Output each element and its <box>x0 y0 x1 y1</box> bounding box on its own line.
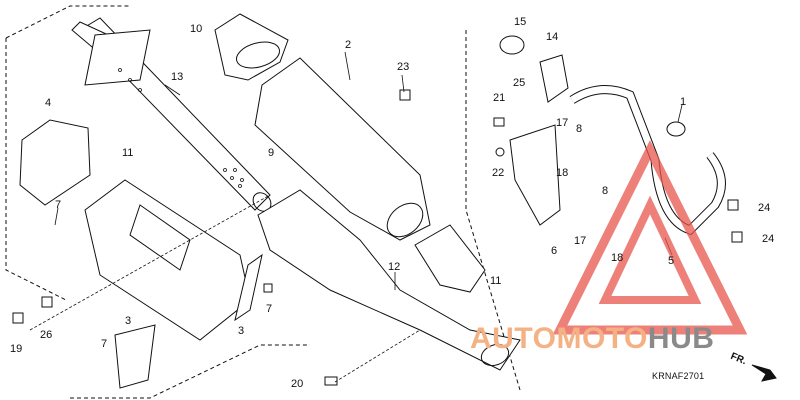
part-16-ring <box>499 35 525 55</box>
callout-8-mid: 8 <box>602 185 609 197</box>
watermark-triangle <box>552 139 748 335</box>
front-arrow-icon <box>751 364 777 382</box>
callout-3-right: 3 <box>238 325 245 337</box>
part-11-tip <box>414 224 486 293</box>
callout-1: 1 <box>680 96 687 108</box>
callout-14: 13 <box>171 71 184 83</box>
part-3-strap-right <box>234 253 263 322</box>
part-15-clamp <box>539 54 569 103</box>
watermark-part2: HUB <box>647 322 715 355</box>
callout-7-right: 7 <box>266 303 273 315</box>
part-3-strap-left <box>114 324 156 389</box>
callout-10: 10 <box>190 23 203 35</box>
callout-24-top: 24 <box>758 202 771 214</box>
part-14-inner-pipe <box>71 17 272 212</box>
callout-9: 9 <box>268 147 275 159</box>
callout-4: 4 <box>45 97 52 109</box>
part-6-bracket <box>509 124 561 226</box>
callout-24-bottom: 24 <box>762 233 775 245</box>
part-2-silencer <box>254 57 431 241</box>
callout-2: 2 <box>345 39 352 51</box>
callout-18-top: 18 <box>556 167 569 179</box>
frame-left <box>5 5 130 39</box>
callout-17-mid: 17 <box>574 235 587 247</box>
frame-bottom <box>70 344 310 399</box>
callout-13: 11 <box>122 147 134 159</box>
part-12-pipe-cover <box>257 189 521 371</box>
callout-8-top: 8 <box>576 123 583 135</box>
callout-25: 25 <box>513 77 526 89</box>
part-13-muffler-cover <box>84 179 251 341</box>
fasteners <box>12 89 743 386</box>
callout-19: 19 <box>10 343 23 355</box>
callout-23: 23 <box>397 61 410 73</box>
callout-3-left: 3 <box>125 315 132 327</box>
diagram-code: KRNAF2701 <box>652 371 705 381</box>
callout-7-left: 7 <box>55 199 62 211</box>
callout-7-bottom: 7 <box>101 338 108 350</box>
frame-right <box>465 30 521 391</box>
watermark-text: AUTOMOTOHUB <box>470 322 714 356</box>
callout-18-bottom: 18 <box>611 252 624 264</box>
callout-21: 21 <box>493 92 506 104</box>
part-4-end-cap <box>19 119 91 206</box>
callout-17-top: 17 <box>556 117 569 129</box>
callout-22: 22 <box>492 167 505 179</box>
callout-5: 5 <box>668 255 675 267</box>
part-1-gasket <box>666 121 686 137</box>
callout-12: 12 <box>388 261 401 273</box>
callout-6: 6 <box>551 245 558 257</box>
watermark-part1: AUTOMOTO <box>470 322 648 355</box>
frame-left-side <box>5 38 67 301</box>
callout-26: 26 <box>40 329 53 341</box>
part-10-end-cap <box>214 13 289 81</box>
callout-11: 11 <box>490 275 502 287</box>
callout-16: 15 <box>514 16 527 28</box>
callout-20: 20 <box>291 378 304 390</box>
callout-15: 14 <box>546 31 559 43</box>
